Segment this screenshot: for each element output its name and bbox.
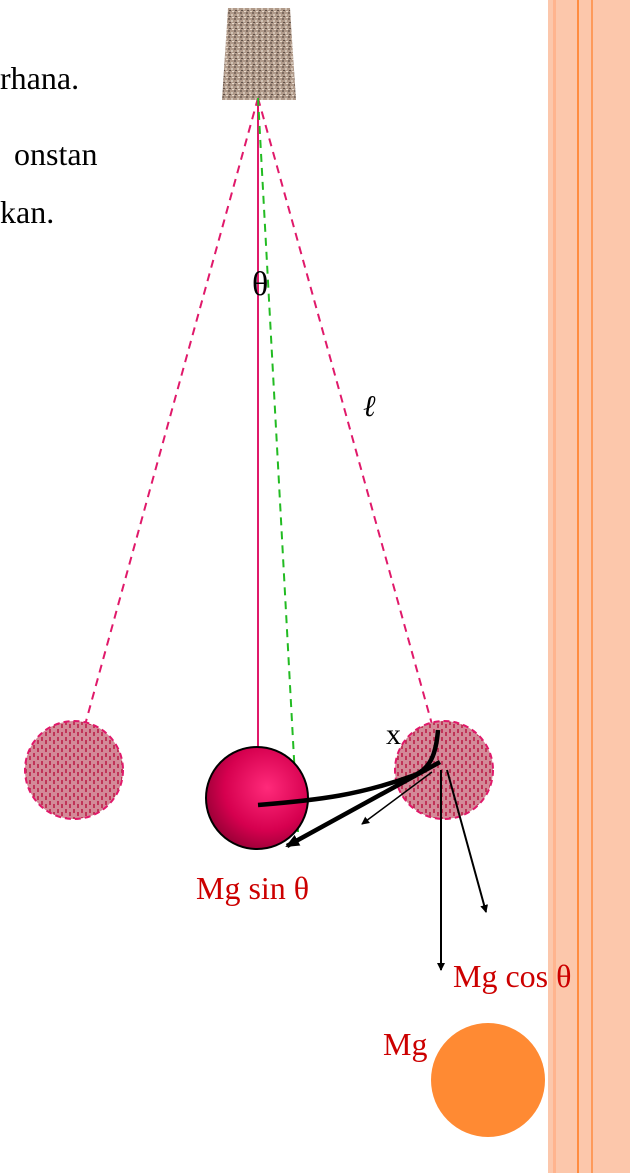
pendulum-bob [205,746,309,850]
length-label: ℓ [363,390,376,423]
right-bob-ghost [394,720,494,820]
ceiling-block [222,8,296,100]
right-string-dashed [257,97,434,729]
left-string-dashed [84,97,259,726]
small-tangent-arrow [361,771,433,825]
mg-sin-label: Mg sin θ [196,870,310,906]
mg-cos-label: Mg cos θ [453,958,572,994]
mg-label: Mg [383,1026,428,1062]
x-label: x [386,718,401,751]
slide-text-line-1: rhana. [0,60,80,96]
theta-label: θ [252,266,269,303]
side-band [548,0,630,1173]
normal-dashed-line [257,97,299,833]
mg-sin-arrow [285,760,442,848]
left-bob-ghost [24,720,124,820]
orange-circle [431,1023,545,1137]
mg-cos-arrow [446,769,489,913]
slide-text-line-3: kan. [0,194,55,230]
slide-text-line-2: onstan [14,136,98,172]
arc-x [257,729,441,808]
